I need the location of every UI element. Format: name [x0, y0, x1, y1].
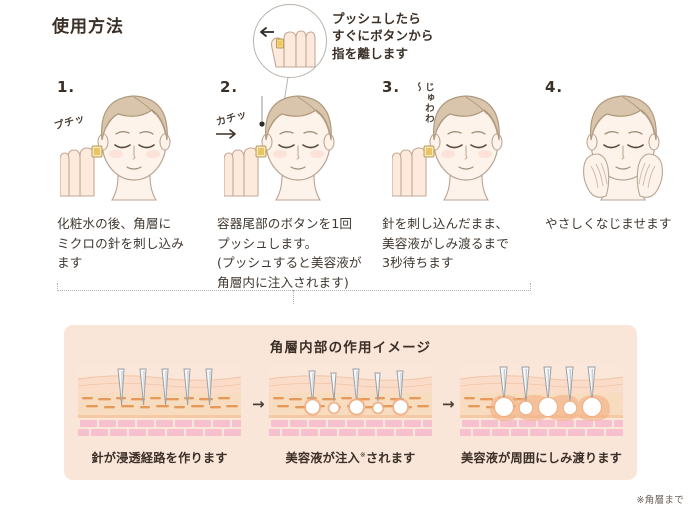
- step-4-caption: やさしくなじませます: [545, 216, 672, 231]
- divider-drop-tick: [293, 290, 294, 304]
- step-1-illustration: [59, 84, 200, 206]
- panel-caption-1: 針が浸透経路を作ります: [91, 451, 228, 465]
- step-1-caption: 化粧水の後、角層に ミクロの針を刺し込み ます: [57, 216, 184, 271]
- footnote-mark: ※: [359, 450, 366, 459]
- panel-arrow-2: →: [442, 395, 455, 413]
- divider-left-tick: [57, 283, 58, 291]
- push-direction-arrow-icon: [216, 129, 236, 139]
- callout-text: プッシュしたら すぐにボタンから 指を離します: [332, 11, 434, 61]
- step-2-caption: 容器尾部のボタンを1回 プッシュします。 (プッシュすると美容液が 角層内に注入…: [217, 216, 362, 290]
- step-3-number: 3.: [382, 78, 401, 96]
- skin-figure-injection: [269, 365, 432, 439]
- callout-bubble: [253, 4, 327, 78]
- footnote: ※角層まで: [636, 495, 684, 506]
- step-3-caption: 針を刺し込んだまま、 美容液がしみ渡るまで 3秒待ちます: [382, 216, 509, 271]
- panel-caption-2: 美容液が注入※されます: [263, 448, 438, 466]
- skin-figure-spreading: [460, 365, 623, 439]
- page-title: 使用方法: [52, 17, 124, 37]
- panel-caption-2-before: 美容液が注入: [285, 451, 360, 465]
- step-4-number: 4.: [545, 78, 564, 96]
- hand-pressing-button-illustration: [260, 27, 316, 68]
- step-2-number: 2.: [220, 78, 239, 96]
- panel-arrow-1: →: [252, 395, 265, 413]
- step-1-number: 1.: [57, 78, 76, 96]
- panel-caption-2-after: されます: [365, 451, 416, 465]
- divider-right-tick: [530, 283, 531, 291]
- step-3-sfx: じゅわわ～: [412, 82, 434, 124]
- step-2-illustration: [223, 84, 364, 206]
- section-divider: [57, 290, 531, 291]
- skin-figure-needles: [78, 365, 241, 439]
- action-image-panel: 角層内部の作用イメージ: [64, 325, 637, 480]
- panel-title: 角層内部の作用イメージ: [269, 340, 432, 356]
- step-3-illustration: [391, 84, 532, 206]
- step-4-illustration: [558, 84, 688, 206]
- panel-caption-3: 美容液が周囲にしみ渡ります: [460, 451, 623, 465]
